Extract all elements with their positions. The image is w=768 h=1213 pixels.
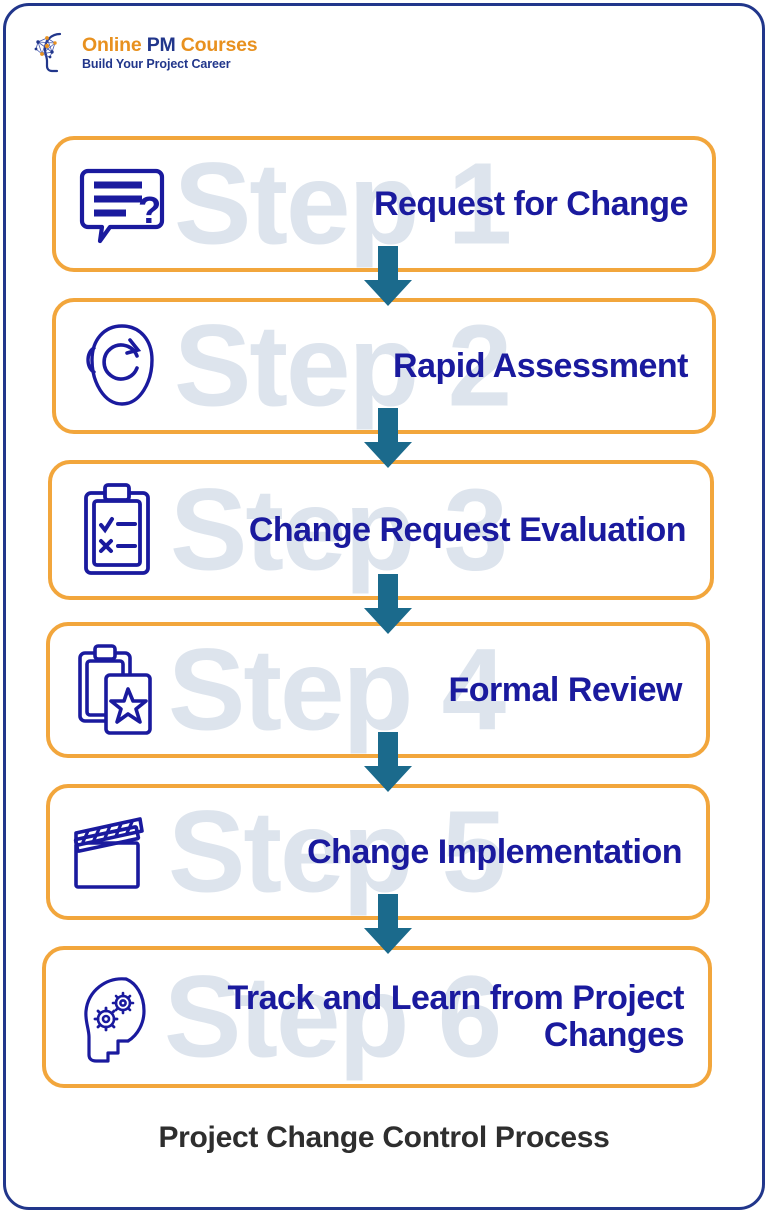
page-title: Project Change Control Process xyxy=(158,1121,610,1154)
brand-wordmark: Online PM Courses xyxy=(82,33,258,56)
clipboard-star-icon xyxy=(68,642,164,738)
step-title: Rapid Assessment xyxy=(393,346,688,385)
arrow-down-icon xyxy=(362,732,414,794)
process-steps-list: Step 1 ? xyxy=(0,136,768,1096)
head-gears-icon xyxy=(64,969,160,1065)
step-row: Step 1 ? xyxy=(0,136,768,306)
step-title: Formal Review xyxy=(448,670,683,709)
brand-logo[interactable]: Online PM Courses Build Your Project Car… xyxy=(30,30,258,76)
step-title: Change Implementation xyxy=(307,832,682,871)
step-card-6[interactable]: Step 6 xyxy=(42,946,712,1088)
arrow-down-icon xyxy=(362,894,414,956)
head-network-icon xyxy=(30,30,76,76)
speech-bubble-question-icon: ? xyxy=(74,156,170,252)
step-title: Change Request Evaluation xyxy=(248,510,687,549)
brand-word-online: Online xyxy=(82,33,142,56)
arrow-down-icon xyxy=(362,574,414,636)
arrow-down-icon xyxy=(362,408,414,470)
step-row: Step 4 Formal Revi xyxy=(0,622,768,792)
step-row: Step 6 xyxy=(0,946,768,1096)
step-row: Step 5 xyxy=(0,784,768,954)
brand-word-courses: Courses xyxy=(180,33,258,56)
brand-word-pm: PM xyxy=(141,33,181,56)
step-row: Step 2 xyxy=(0,298,768,468)
svg-text:?: ? xyxy=(138,190,161,232)
clipboard-check-cross-icon xyxy=(70,482,166,578)
brand-logo-text: Online PM Courses Build Your Project Car… xyxy=(82,33,258,71)
step-row: Step 3 xyxy=(0,460,768,634)
arrow-down-icon xyxy=(362,246,414,308)
head-refresh-icon xyxy=(74,318,170,414)
step-title: Track and Learn from Project Changes xyxy=(227,979,685,1054)
brand-tagline: Build Your Project Career xyxy=(82,57,231,71)
clapperboard-icon xyxy=(68,804,164,900)
step-title: Request for Change xyxy=(373,184,689,223)
